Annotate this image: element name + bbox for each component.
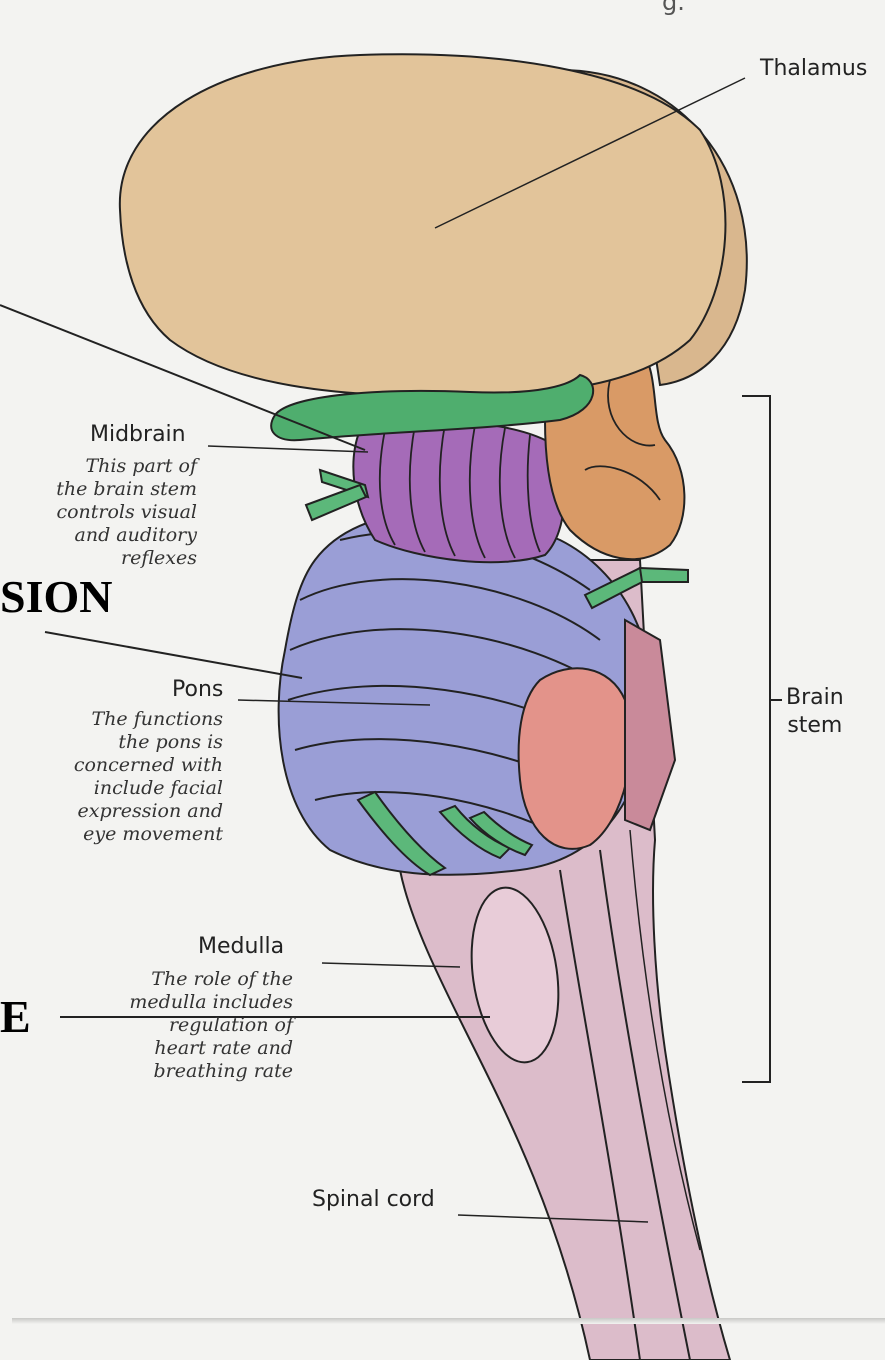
thalamus-shape (120, 54, 726, 395)
pons-description: The functions the pons is concerned with… (74, 708, 223, 846)
overlay-text-pons: SION (0, 570, 112, 623)
nerve-right (640, 568, 688, 582)
label-spinal-cord: Spinal cord (312, 1187, 435, 1212)
pons-side-strip (625, 620, 675, 830)
midbrain-description: This part of the brain stem controls vis… (56, 455, 197, 570)
leader-midbrain (208, 446, 368, 452)
nerve-upper-left (306, 485, 366, 520)
label-brain-stem: Brain stem (786, 684, 844, 740)
overlay-line-pons (45, 632, 302, 678)
label-thalamus: Thalamus (760, 56, 867, 81)
label-pons: Pons (172, 677, 223, 702)
page-edge-shadow (12, 1318, 885, 1324)
label-medulla: Medulla (198, 934, 284, 959)
label-midbrain: Midbrain (90, 422, 186, 447)
medulla-description: The role of the medulla includes regulat… (129, 968, 293, 1083)
brain-stem-bracket (742, 396, 770, 1082)
midbrain-shape (353, 421, 563, 563)
top-text-fragment: g. (662, 0, 685, 16)
overlay-text-medulla: E (0, 990, 31, 1043)
